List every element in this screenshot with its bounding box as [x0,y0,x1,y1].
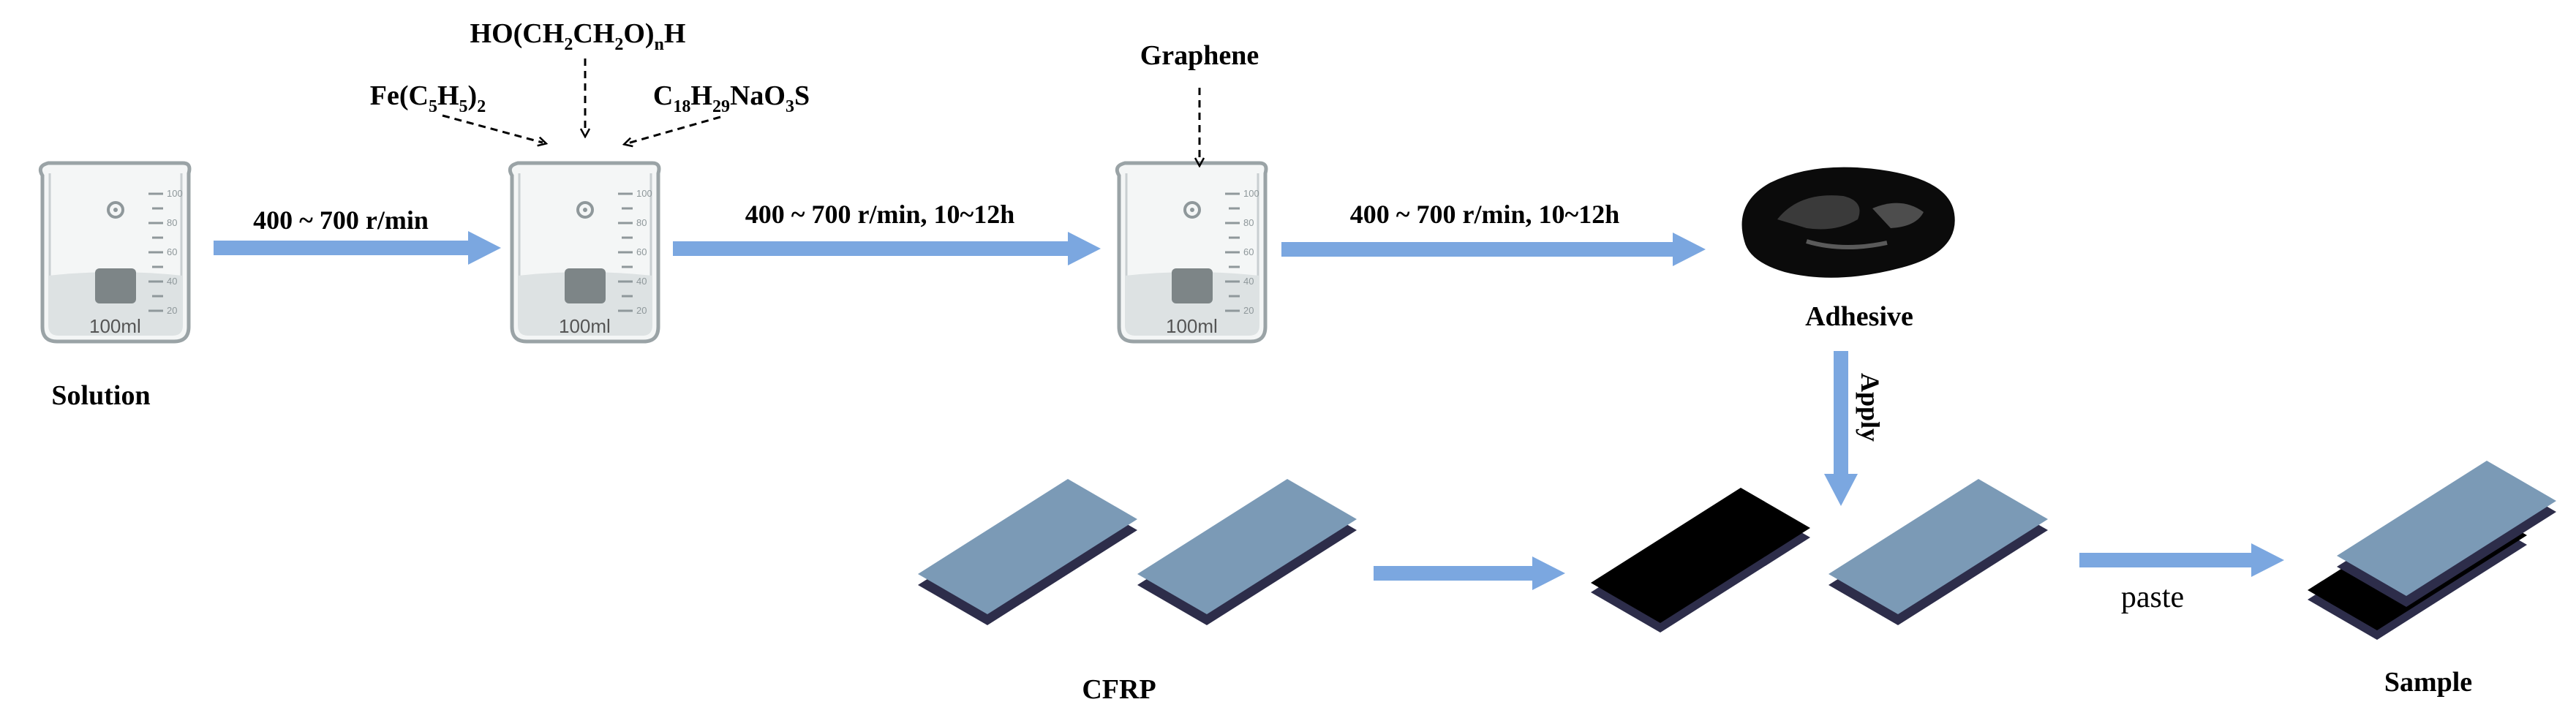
svg-text:100: 100 [167,188,183,199]
beaker-graphene: 100 80 60 40 20 100ml [1117,163,1266,341]
peg-formula: HO(CH2CH2O)nH [470,18,686,54]
cfrp-plate-3 [1829,479,2048,625]
step2-label: 400 ~ 700 r/min, 10~12h [745,200,1014,229]
dashed-arrow-sdbs [628,116,721,143]
step-arrow-3 [1281,233,1706,266]
step1-label: 400 ~ 700 r/min [253,205,429,235]
svg-text:100: 100 [636,188,652,199]
dashed-arrow-ferrocene [442,114,543,143]
svg-text:40: 40 [1243,276,1254,287]
svg-text:40: 40 [636,276,647,287]
sample-label: Sample [2384,667,2472,698]
graphene-label: Graphene [1140,40,1259,71]
svg-text:80: 80 [1243,217,1254,228]
sample-stack [2308,461,2556,640]
svg-text:40: 40 [167,276,177,287]
solution-label: Solution [51,380,150,411]
cfrp-plate-1 [918,479,1137,625]
sdbs-formula: C18H29NaO3S [653,80,810,116]
svg-text:20: 20 [636,305,647,316]
paste-arrow [2079,543,2284,577]
svg-text:80: 80 [167,217,177,228]
coat-arrow [1374,556,1565,590]
step-arrow-2 [673,232,1101,265]
ferrocene-formula: Fe(C5H5)2 [370,80,486,116]
svg-text:60: 60 [1243,246,1254,257]
svg-text:100ml: 100ml [89,315,141,337]
cfrp-plate-2 [1137,479,1357,625]
adhesive-coated-plate [1591,488,1810,633]
svg-text:60: 60 [167,246,177,257]
svg-text:20: 20 [1243,305,1254,316]
svg-text:100ml: 100ml [559,315,611,337]
svg-text:100ml: 100ml [1166,315,1218,337]
paste-label: paste [2121,581,2184,614]
adhesive-blob [1741,167,1955,278]
step3-label: 400 ~ 700 r/min, 10~12h [1350,200,1619,229]
apply-arrow [1824,351,1858,506]
svg-text:80: 80 [636,217,647,228]
adhesive-label: Adhesive [1805,301,1913,332]
step-arrow-1 [214,231,501,265]
apply-label: Apply [1856,373,1885,442]
svg-text:60: 60 [636,246,647,257]
cfrp-label: CFRP [1082,674,1156,705]
beaker-solution: 100 80 60 40 20 100ml [40,163,189,341]
svg-text:20: 20 [167,305,177,316]
beaker-mixing: 100 80 60 40 20 100ml [510,163,659,341]
svg-text:100: 100 [1243,188,1259,199]
